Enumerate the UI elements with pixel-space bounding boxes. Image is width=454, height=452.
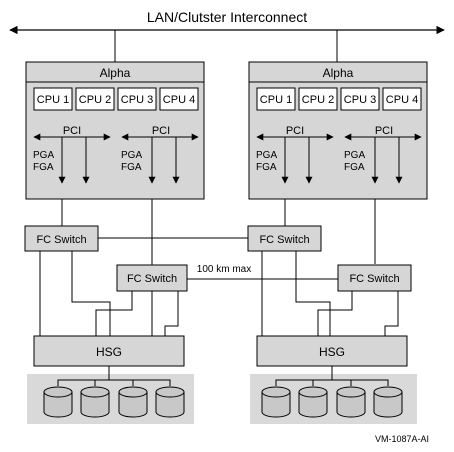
fibre-link — [164, 291, 179, 336]
cpu-box — [33, 87, 73, 111]
cpu-box — [340, 87, 380, 111]
fc-switch-lower-left: FC Switch — [116, 264, 188, 292]
cpu-box — [382, 87, 422, 111]
fibre-links — [39, 199, 399, 336]
alpha-system-right: Alpha CPU 1 CPU 2 CPU 3 CPU 4 PCI PGA FG… — [248, 61, 428, 200]
disk-shelf-left — [27, 366, 194, 424]
disk-icon — [155, 386, 185, 418]
cpu-box — [298, 87, 338, 111]
cpu-label: CPU 3 — [121, 94, 153, 106]
cpu-label: CPU 2 — [79, 94, 111, 106]
fc-switch-label: FC Switch — [36, 234, 86, 246]
fga-label: FGA — [256, 162, 277, 173]
pci-label: PCI — [63, 125, 81, 137]
cpu-label: CPU 1 — [260, 94, 292, 106]
fibre-link — [95, 291, 133, 336]
cpu-box — [117, 87, 157, 111]
hsg-controller-right: HSG — [256, 335, 408, 367]
cpu-label: CPU 4 — [386, 94, 418, 106]
disk-icon — [298, 386, 328, 418]
fc-switch-box — [116, 264, 188, 292]
fc-switch-box — [247, 225, 322, 252]
fibre-link — [384, 291, 399, 336]
pci-label: PCI — [152, 125, 170, 137]
hsg-controller-left: HSG — [33, 335, 185, 367]
figure-id: VM-1087A-AI — [375, 434, 429, 444]
cpu-box — [75, 87, 115, 111]
disk-icon — [80, 386, 110, 418]
hsg-box — [33, 335, 185, 367]
distance-label: 100 km max — [197, 264, 251, 275]
fc-switch-label: FC Switch — [259, 234, 309, 246]
fc-switch-label: FC Switch — [127, 273, 177, 285]
interconnect-label: LAN/Clutster Interconnect — [147, 9, 307, 25]
hsg-label: HSG — [96, 345, 122, 359]
hsg-label: HSG — [319, 345, 345, 359]
disk-shelf-right — [250, 366, 417, 424]
pci-label: PCI — [286, 125, 304, 137]
disk-icon — [373, 386, 403, 418]
fga-label: FGA — [33, 162, 54, 173]
disk-icon — [336, 386, 366, 418]
pci-label: PCI — [375, 125, 393, 137]
disk-icon — [43, 386, 73, 418]
alpha-system-left: Alpha CPU 1 CPU 2 CPU 3 CPU 4 PCI PGA FG… — [25, 61, 205, 200]
cpu-label: CPU 4 — [163, 94, 195, 106]
fc-switch-label: FC Switch — [349, 273, 399, 285]
disk-icon — [118, 386, 148, 418]
cpu-label: CPU 1 — [37, 94, 69, 106]
disk-icon — [261, 386, 291, 418]
alpha-title: Alpha — [323, 66, 354, 80]
hsg-box — [256, 335, 408, 367]
alpha-title: Alpha — [100, 66, 131, 80]
fga-label: FGA — [344, 162, 365, 173]
fc-switch-lower-right: FC Switch — [337, 264, 412, 292]
alpha-panel — [25, 61, 205, 200]
alpha-panel — [248, 61, 428, 200]
fc-switch-box — [337, 264, 412, 292]
pga-label: PGA — [344, 150, 365, 161]
fibre-link — [295, 251, 331, 336]
cpu-box — [256, 87, 296, 111]
fibre-link — [317, 291, 353, 336]
fc-switch-box — [24, 225, 99, 252]
cpu-label: CPU 2 — [302, 94, 334, 106]
pga-label: PGA — [256, 150, 277, 161]
lan-interconnect: LAN/Clutster Interconnect — [9, 9, 445, 62]
distance-label-bg — [194, 262, 256, 274]
cpu-box — [159, 87, 199, 111]
pga-label: PGA — [33, 150, 54, 161]
disk-bus — [57, 379, 171, 386]
fc-switch-upper-left: FC Switch — [24, 225, 99, 252]
cpu-label: CPU 3 — [344, 94, 376, 106]
fga-label: FGA — [121, 162, 142, 173]
pga-label: PGA — [121, 150, 142, 161]
fc-switch-upper-right: FC Switch — [247, 225, 322, 252]
fibre-link — [71, 251, 111, 336]
